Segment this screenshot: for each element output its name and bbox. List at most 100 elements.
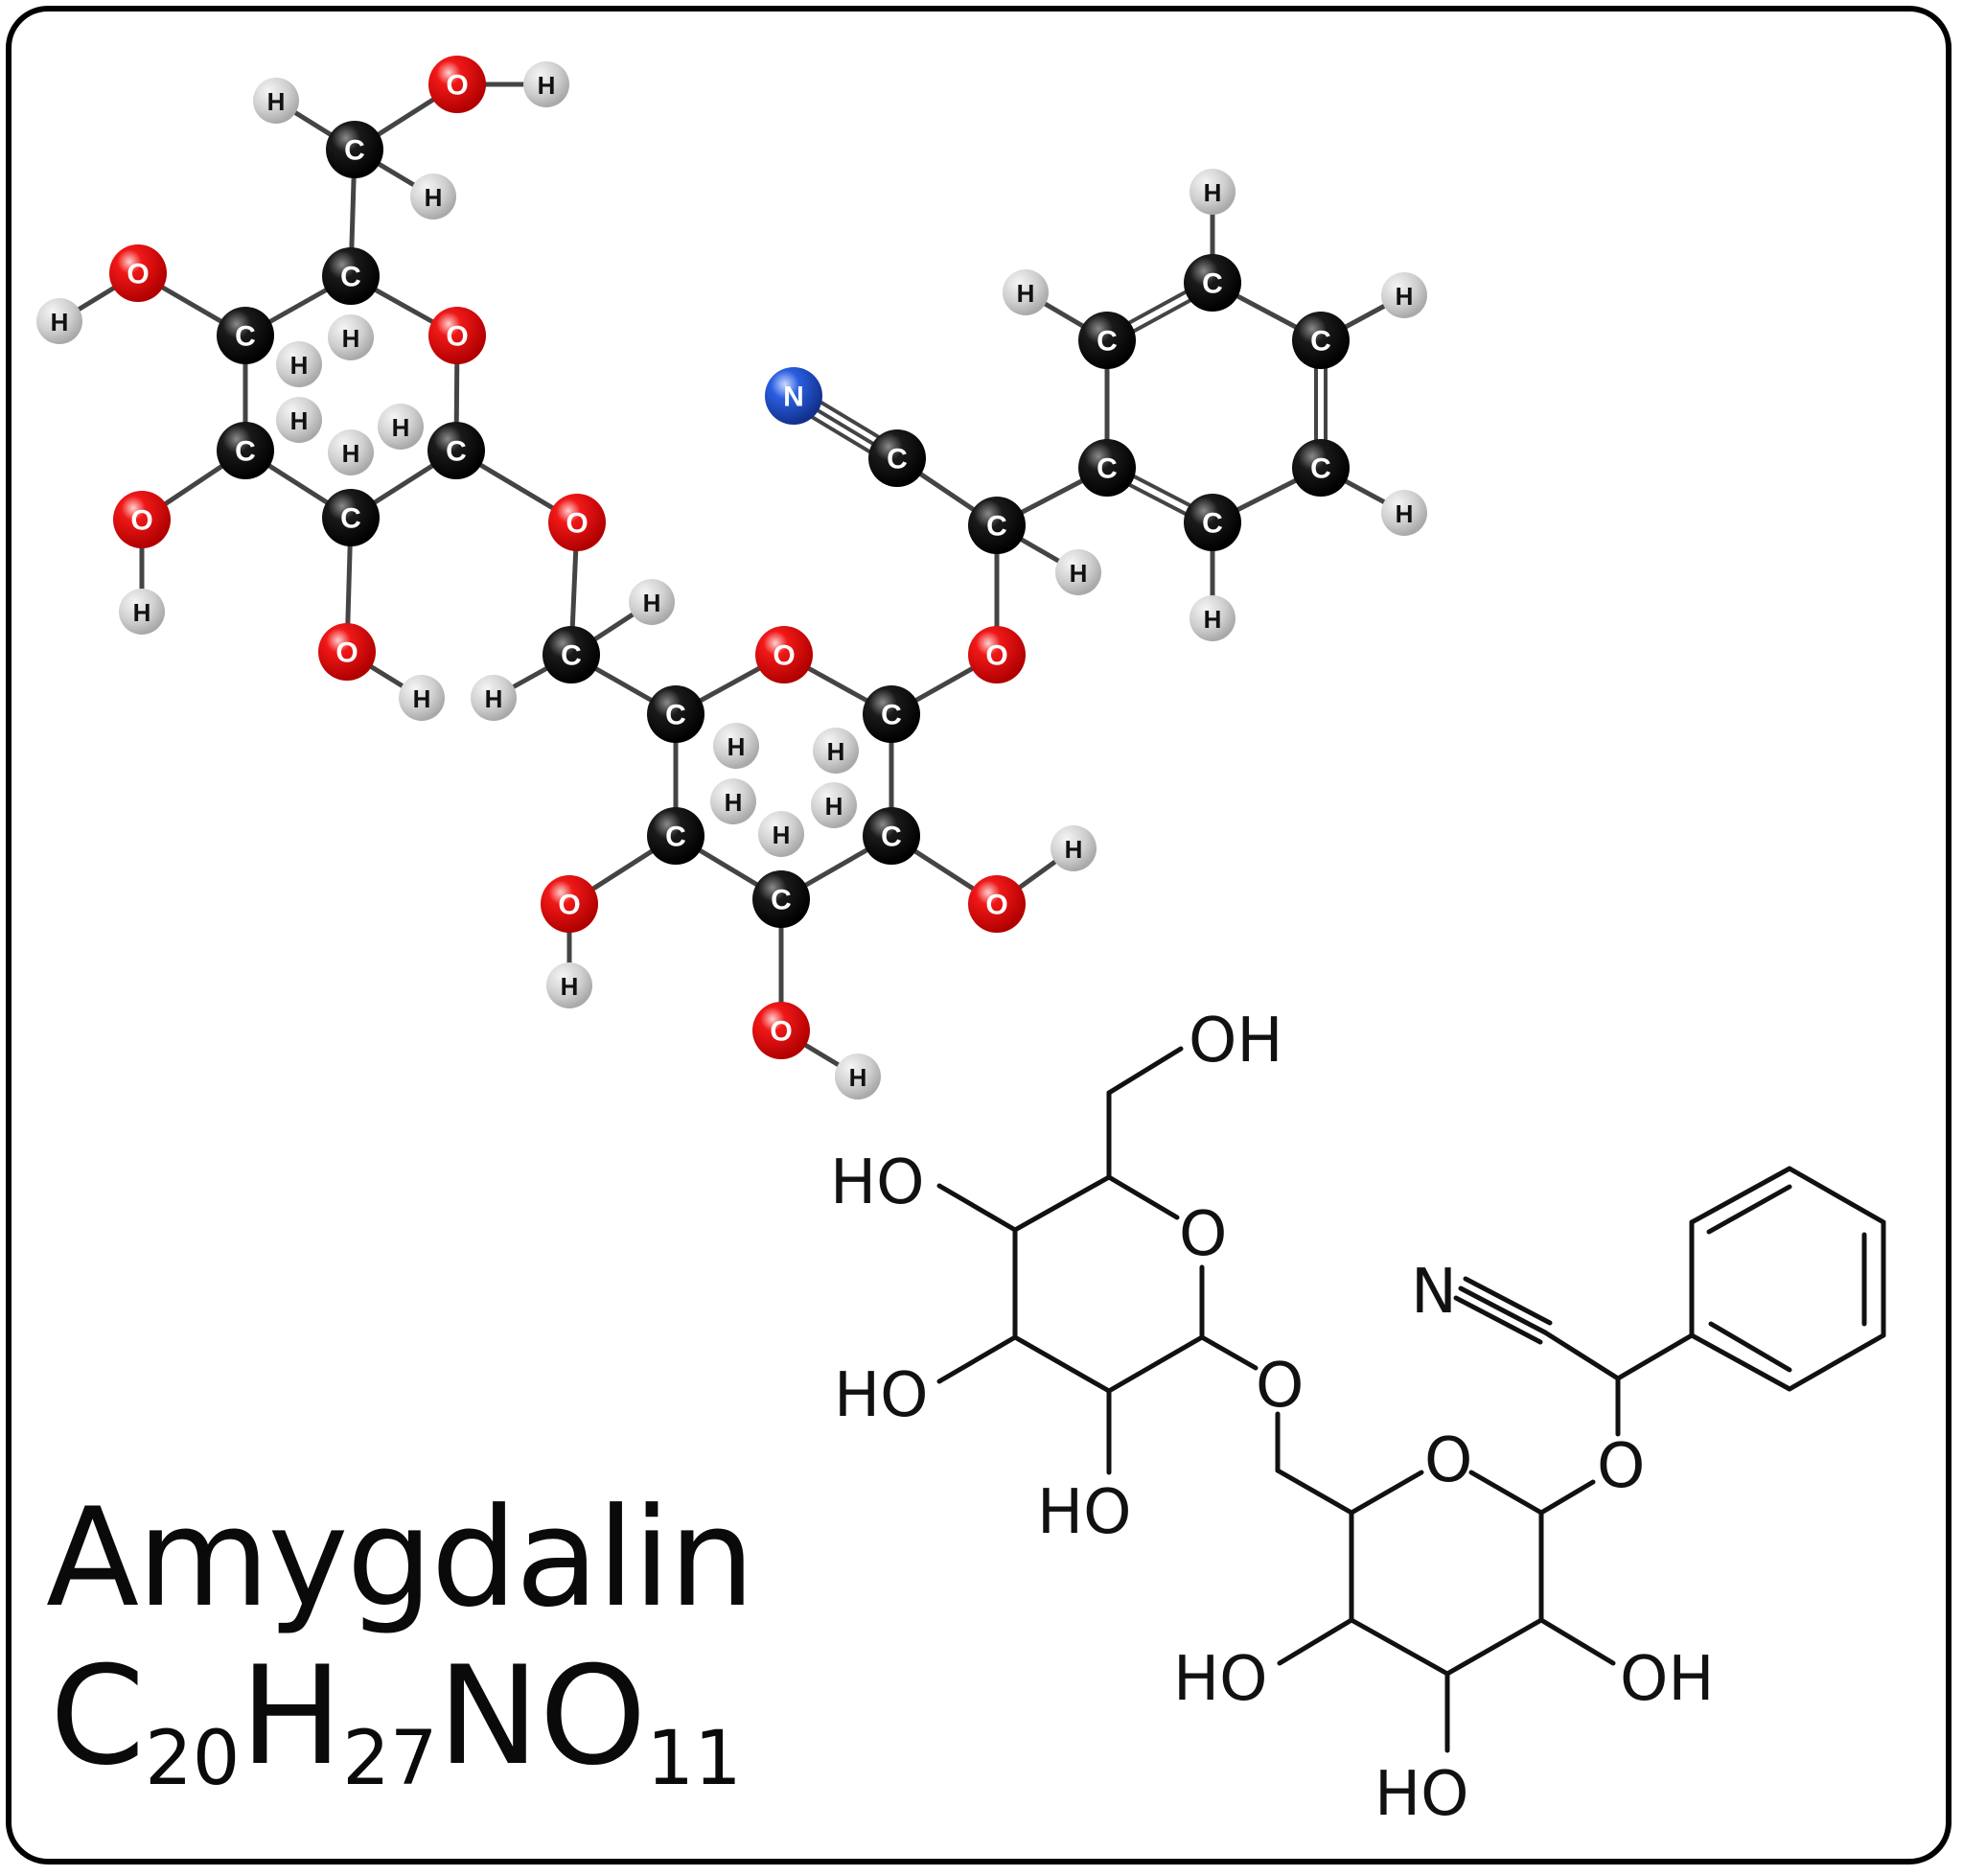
skel-ho-1: HO — [830, 1147, 925, 1218]
atom-c-c1: C — [427, 422, 485, 479]
skel-bond — [1787, 1166, 1886, 1225]
atom-label: H — [727, 732, 746, 761]
atom-n-nn: N — [765, 367, 822, 425]
atom-label: C — [344, 135, 365, 167]
atom-label: O — [770, 1016, 792, 1048]
atom-label: O — [773, 640, 795, 672]
rounded-frame — [6, 6, 1951, 1864]
atom-label: C — [1097, 326, 1118, 358]
atom-c-cm2: C — [1292, 439, 1350, 497]
atom-label: O — [446, 70, 468, 102]
atom-label: H — [561, 972, 579, 1001]
atom-c-cm1: C — [1184, 254, 1241, 312]
atom-h-h1: H — [378, 404, 424, 450]
atom-h-hcp: H — [1381, 272, 1427, 318]
atom-label: H — [773, 821, 791, 849]
atom-label: H — [538, 71, 556, 100]
skel-bond — [1538, 1617, 1616, 1666]
atom-label: O — [127, 259, 149, 290]
skel-bond — [1349, 1617, 1450, 1677]
atom-label: C — [561, 640, 582, 672]
atom-o-o3b: O — [752, 1002, 810, 1059]
skel-ring-o-2: O — [1424, 1425, 1472, 1496]
atom-label: H — [1065, 835, 1083, 864]
skel-bond — [1277, 1617, 1354, 1666]
atom-o-o2b: O — [968, 875, 1026, 933]
molecular-formula: C20H27NO11 — [50, 1649, 742, 1797]
atom-label: C — [771, 885, 792, 916]
skel-bond — [1199, 1334, 1259, 1371]
formula-el-c: C — [50, 1637, 146, 1795]
atom-h-h6o: H — [523, 61, 569, 107]
atom-o-o2: O — [318, 623, 376, 681]
compound-name: Amygdalin — [46, 1479, 755, 1637]
skel-oh-4: OH — [1620, 1644, 1715, 1715]
atom-c-c5: C — [322, 247, 380, 305]
atom-h-hco2: H — [1189, 595, 1236, 641]
skel-bond — [1106, 1174, 1180, 1220]
atom-label: C — [665, 822, 686, 853]
atom-c-cn: C — [868, 429, 926, 487]
atom-label: H — [1396, 499, 1414, 528]
atom-label: H — [827, 737, 845, 766]
atom-label: H — [1204, 178, 1222, 207]
atom-label: N — [783, 382, 804, 413]
atom-label: H — [425, 183, 443, 212]
atom-c-ci: C — [1078, 439, 1136, 497]
skel-bond — [936, 1334, 1018, 1384]
atom-label: H — [342, 439, 360, 468]
atom-h-h4b: H — [710, 778, 756, 824]
atom-label: H — [392, 413, 410, 442]
atom-label: H — [267, 87, 286, 116]
atom-c-c1b: C — [863, 685, 920, 743]
skel-bond — [1463, 1276, 1553, 1326]
atom-label: C — [986, 511, 1007, 543]
skel-bond — [1012, 1334, 1112, 1394]
atom-c-c2b: C — [863, 807, 920, 865]
skel-bond — [1012, 1174, 1112, 1233]
skel-bond — [1453, 1295, 1543, 1345]
formula-el-n: N — [437, 1637, 540, 1795]
atom-h-h3bo: H — [835, 1054, 881, 1100]
atom-h-h3: H — [276, 397, 322, 443]
atom-o-o6: O — [428, 56, 486, 113]
skel-glyco-o: O — [1597, 1431, 1645, 1502]
skel-oh-top: OH — [1189, 1006, 1283, 1077]
atom-c-cp: C — [1292, 312, 1350, 369]
atom-label: C — [887, 444, 908, 475]
atom-label: O — [446, 321, 468, 353]
formula-el-o: O — [539, 1637, 647, 1795]
atom-label: H — [290, 406, 309, 435]
atom-o-o5b: O — [755, 626, 813, 683]
atom-c-c2: C — [322, 489, 380, 546]
atom-c-cl: C — [543, 626, 600, 683]
formula-n-c: 20 — [145, 1716, 241, 1802]
atom-label: O — [985, 640, 1007, 672]
atom-c-c3b: C — [752, 870, 810, 928]
atom-label: H — [1396, 282, 1414, 311]
skel-bond — [1275, 1468, 1354, 1516]
atom-label: O — [985, 890, 1007, 921]
skel-bond — [1458, 1285, 1548, 1335]
atom-label: H — [51, 308, 69, 336]
skel-ho-2: HO — [834, 1360, 929, 1431]
skel-link-o: O — [1256, 1351, 1304, 1422]
atom-label: C — [340, 262, 361, 293]
atom-label: C — [1310, 326, 1331, 358]
atom-o-og: O — [968, 626, 1026, 683]
atom-h-h2: H — [328, 429, 374, 475]
atom-h-hla: H — [629, 579, 675, 625]
skel-bond — [1615, 1332, 1695, 1381]
formula-el-h: H — [240, 1637, 343, 1795]
atom-c-co2: C — [1184, 494, 1241, 551]
skel-bond — [1706, 1184, 1792, 1235]
atom-h-h3o: H — [119, 589, 165, 635]
atom-h-h6b: H — [410, 174, 456, 220]
skel-bond — [1542, 1330, 1621, 1381]
atom-o-o5: O — [428, 307, 486, 364]
atom-label: H — [1204, 605, 1222, 634]
atom-h-h1b: H — [813, 728, 859, 774]
atom-c-c5b: C — [647, 685, 704, 743]
skel-bond — [1106, 1334, 1205, 1394]
